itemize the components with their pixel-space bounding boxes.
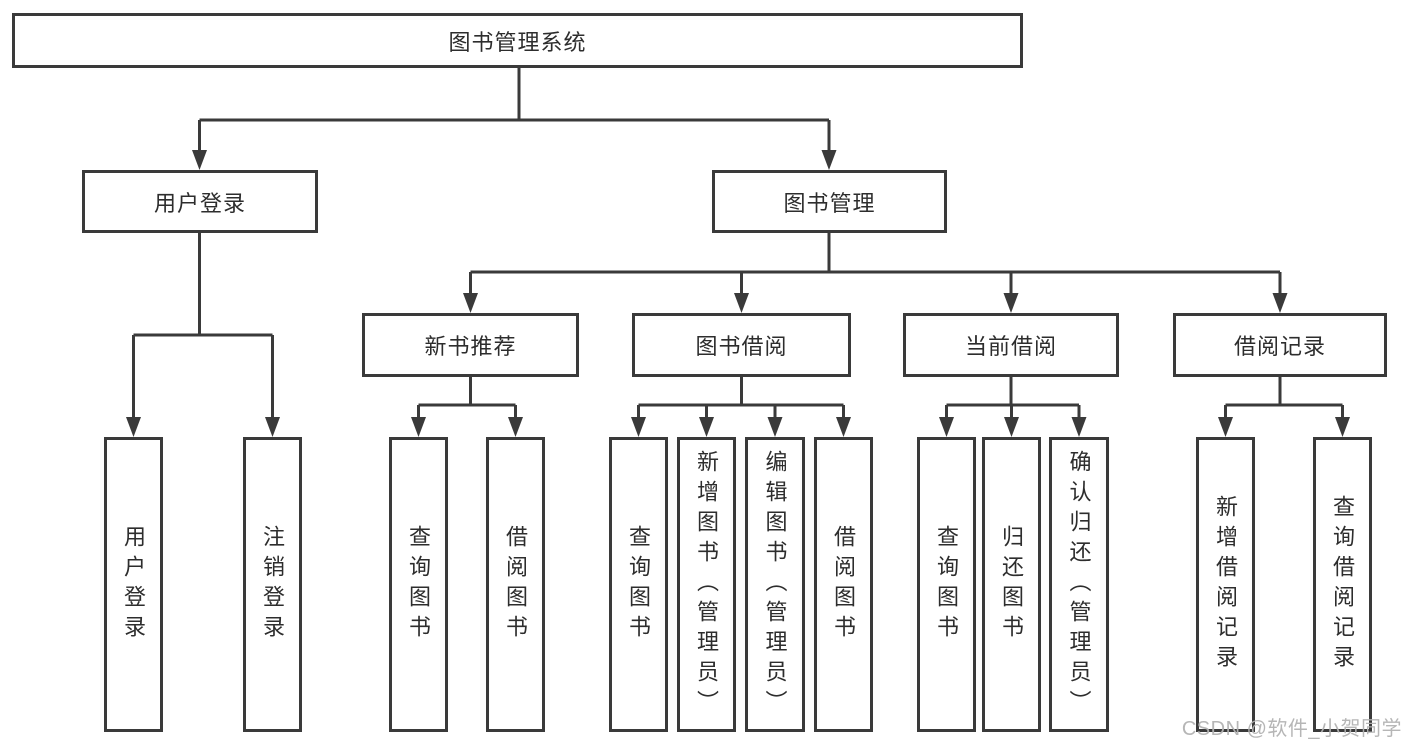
arrow-icon [463,293,478,313]
arrow-icon [821,150,837,170]
leaf-label: 新增借阅记录 [1213,494,1239,675]
node-label: 新书推荐 [424,334,517,359]
arrow-icon [1004,417,1019,437]
leaf-label: 归还图书 [999,524,1025,645]
leaf-label: 查询图书 [626,524,652,645]
leaf-query-books-current: 查询图书 [917,437,976,732]
leaf-label: 编辑图书（管理员） [762,449,788,720]
leaf-label: 查询图书 [406,524,432,645]
leaf-logout: 注销登录 [243,437,302,732]
connector-current-borrow [945,377,1081,421]
leaf-label: 查询借阅记录 [1330,494,1356,675]
connector-book-borrow [637,377,845,421]
leaf-label: 查询图书 [934,524,960,645]
leaf-label: 新增图书（管理员） [694,449,720,720]
leaf-add-borrow-record: 新增借阅记录 [1196,437,1255,732]
arrow-icon [1335,417,1350,437]
arrow-icon [631,417,646,437]
node-label: 当前借阅 [964,334,1057,359]
leaf-borrow-books: 借阅图书 [814,437,873,732]
node-library-system: 图书管理系统 [12,13,1023,68]
leaf-label: 借阅图书 [503,524,529,645]
arrow-icon [1218,417,1233,437]
arrow-icon [265,417,280,437]
arrow-icon [1272,293,1288,313]
node-label: 图书管理 [783,190,876,216]
node-label: 图书借阅 [695,334,788,359]
arrow-icon [126,417,141,437]
leaf-edit-book-admin: 编辑图书（管理员） [745,437,805,732]
arrow-icon [767,417,783,437]
arrow-icon [734,293,749,313]
arrow-icon [699,417,714,437]
arrow-icon [1003,293,1019,313]
node-current-borrow: 当前借阅 [903,313,1119,377]
leaf-query-books-recommend: 查询图书 [389,437,448,732]
leaf-return-books: 归还图书 [982,437,1041,732]
connector-book-management [469,233,1282,297]
leaf-label: 注销登录 [260,524,286,645]
node-label: 用户登录 [153,190,246,216]
node-new-book-recommend: 新书推荐 [362,313,579,377]
connector-new-book-recommend [417,377,517,421]
connector-user-login [132,233,274,421]
arrow-icon [836,417,851,437]
arrow-icon [1071,417,1087,437]
node-label: 图书管理系统 [448,29,587,55]
node-user-login: 用户登录 [82,170,318,233]
node-borrow-records: 借阅记录 [1173,313,1387,377]
watermark: CSDN @软件_小贺同学 [1181,718,1402,740]
connector-root [198,68,831,154]
leaf-confirm-return-admin: 确认归还（管理员） [1049,437,1109,732]
arrow-icon [192,150,207,170]
leaf-label: 确认归还（管理员） [1066,449,1092,720]
node-book-borrow: 图书借阅 [632,313,851,377]
leaf-label: 借阅图书 [831,524,857,645]
arrow-icon [411,417,426,437]
leaf-borrow-books-recommend: 借阅图书 [486,437,545,732]
leaf-query-books-borrow: 查询图书 [609,437,668,732]
arrowheads [126,150,1350,437]
connector-borrow-records [1224,377,1344,421]
arrow-icon [508,417,523,437]
leaf-user-login: 用户登录 [104,437,163,732]
leaf-query-borrow-record: 查询借阅记录 [1313,437,1372,732]
arrow-icon [939,417,954,437]
leaf-label: 用户登录 [121,524,147,645]
leaf-add-book-admin: 新增图书（管理员） [677,437,736,732]
node-book-management: 图书管理 [712,170,947,233]
node-label: 借阅记录 [1233,334,1326,359]
